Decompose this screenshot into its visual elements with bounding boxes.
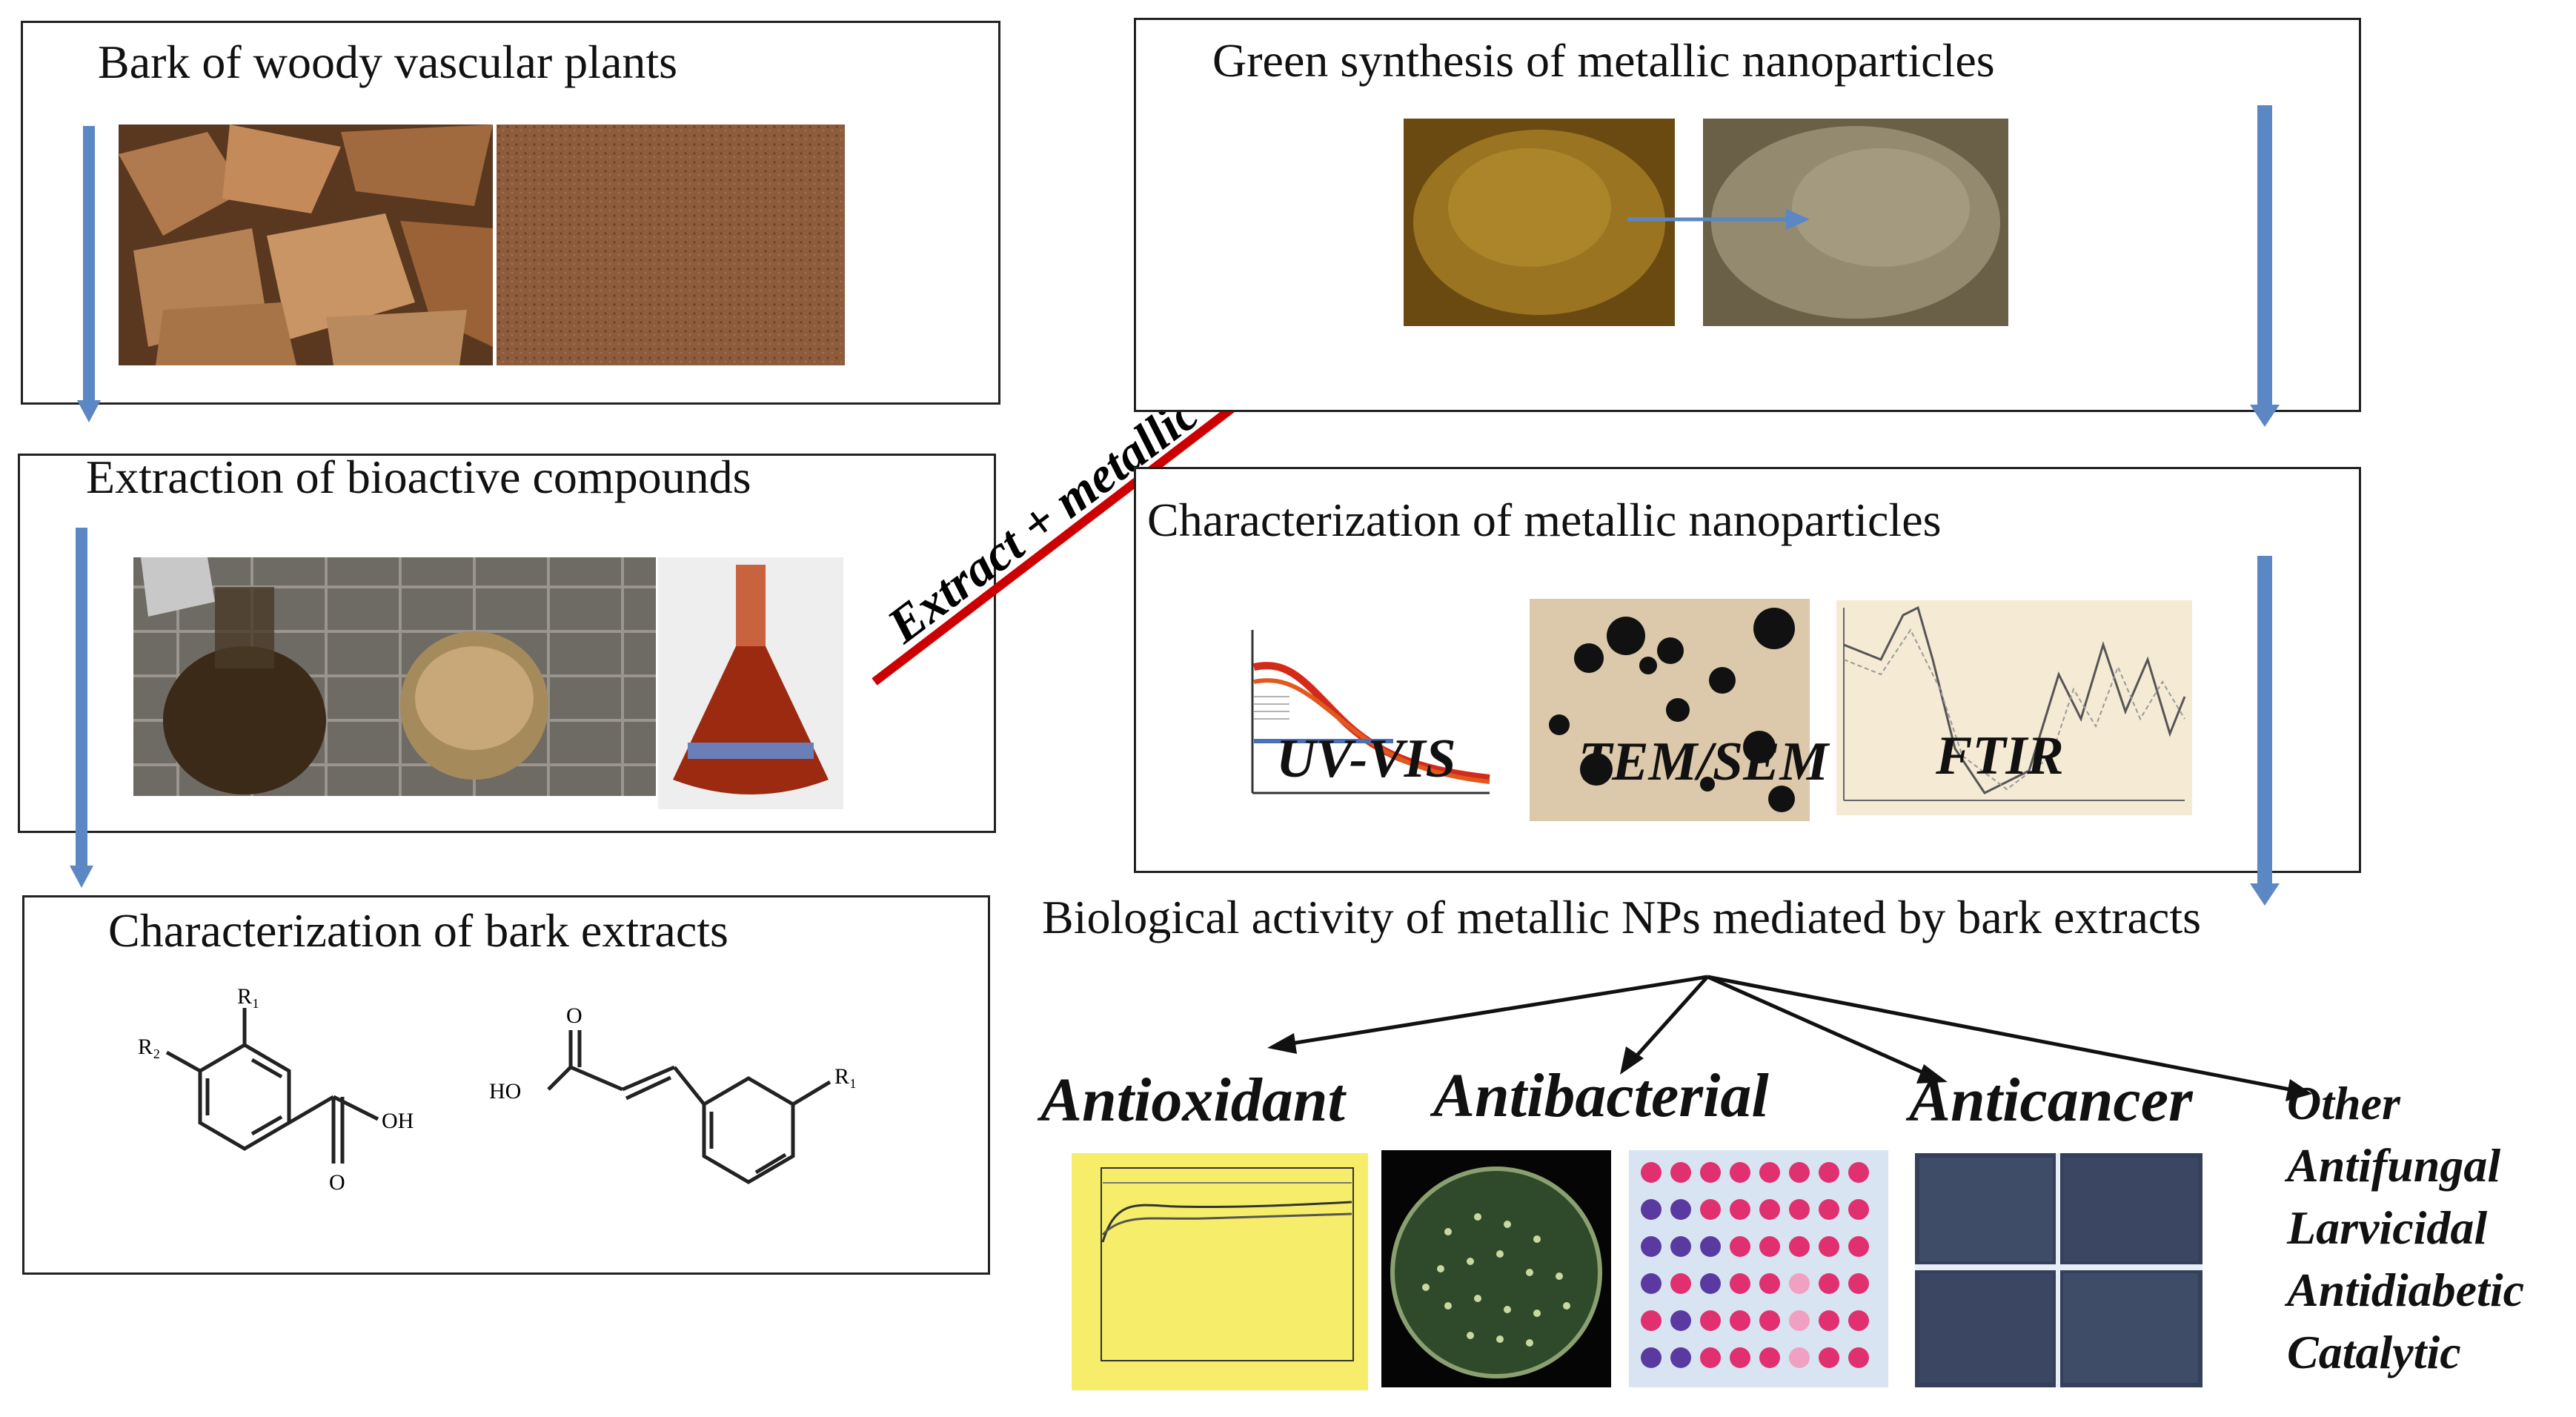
benzoic-acid-structure: R₁ R₂ OH O (138, 986, 414, 1195)
uvvis-spectrum (1251, 630, 1490, 794)
box-green-synthesis-title: Green synthesis of metallic nanoparticle… (1212, 34, 1995, 87)
acid2-ho: HO (489, 1079, 521, 1104)
bark-pieces-photo (119, 125, 493, 365)
bark-down-arrow (77, 126, 101, 422)
antioxidant-chart-image (1072, 1153, 1368, 1390)
biological-activity-title: Biological activity of metallic NPs medi… (1042, 891, 2201, 943)
tem-sem-label: TEM/SEM (1579, 731, 1829, 792)
extract-flask-photo (658, 557, 843, 809)
other-item-catalytic: Catalytic (2287, 1326, 2461, 1378)
characterization-down-arrow (2250, 556, 2280, 906)
extraction-down-arrow (70, 528, 93, 888)
other-item-larvicidal: Larvicidal (2287, 1201, 2488, 1254)
acid1-r2: R₂ (138, 1035, 160, 1059)
box-characterization-extracts-title: Characterization of bark extracts (108, 904, 728, 957)
acid1-o: O (329, 1170, 345, 1195)
ftir-spectrum (1836, 600, 2192, 815)
uvvis-label: UV-VIS (1276, 729, 1456, 789)
activity-antibacterial: Antibacterial (1433, 1061, 1769, 1130)
antibacterial-plate-image (1381, 1150, 1611, 1387)
activity-branch-arrows (1267, 975, 2312, 1101)
acid2-r1: R₁ (834, 1064, 857, 1089)
anticancer-well-plate-image (1629, 1150, 1888, 1387)
activity-antioxidant: Antioxidant (1040, 1066, 1345, 1135)
other-title: Other (2287, 1077, 2400, 1129)
other-item-antidiabetic: Antidiabetic (2287, 1264, 2524, 1316)
acid1-oh: OH (382, 1109, 414, 1133)
synthesis-transition-arrow (1627, 209, 1810, 230)
acid1-r1: R₁ (237, 986, 259, 1009)
box-green-synthesis (1134, 18, 2361, 412)
bark-powder-photo (497, 125, 845, 365)
ultrasonic-bath-photo (133, 557, 656, 796)
ftir-label: FTIR (1936, 726, 2064, 786)
nanoparticle-solution-photo (1703, 119, 2008, 326)
other-item-antifungal: Antifungal (2287, 1139, 2501, 1192)
box-extraction-title: Extraction of bioactive compounds (86, 451, 751, 503)
extract-before-photo (1404, 119, 1675, 326)
tem-sem-image (1530, 599, 1810, 821)
cinnamic-acid-structure: HO O R₁ (489, 1003, 857, 1184)
box-bark-title: Bark of woody vascular plants (98, 36, 678, 88)
box-characterization-extracts (22, 895, 990, 1275)
synthesis-down-arrow (2250, 105, 2280, 427)
box-characterization-np-title: Characterization of metallic nanoparticl… (1147, 494, 1942, 546)
anticancer-microscopy-image (1915, 1153, 2202, 1387)
activity-anticancer: Anticancer (1909, 1066, 2193, 1135)
acid2-o: O (566, 1003, 582, 1028)
